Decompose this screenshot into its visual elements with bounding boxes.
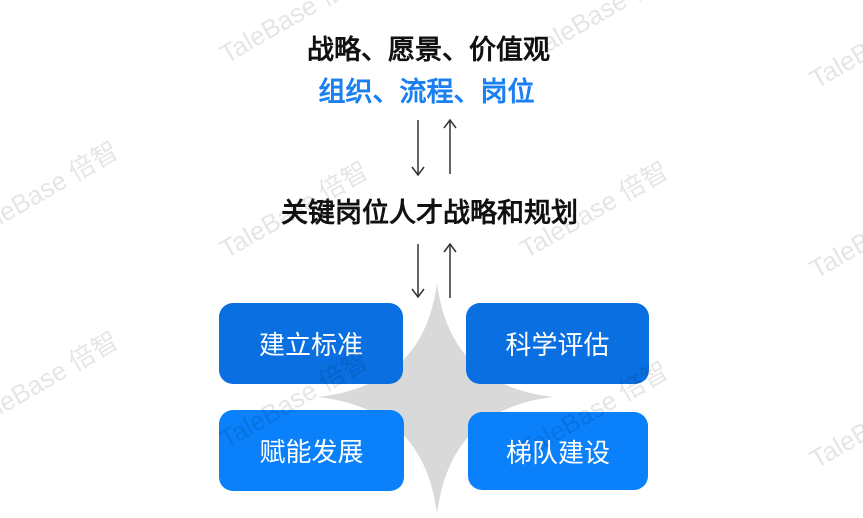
key-talent-strategy-title: 关键岗位人才战略和规划 bbox=[281, 198, 578, 229]
down-arrow-icon bbox=[411, 244, 425, 299]
up-arrow-icon bbox=[443, 118, 457, 174]
box-talent-pipeline: 梯队建设 bbox=[468, 412, 648, 490]
box-scientific-evaluation: 科学评估 bbox=[466, 303, 649, 384]
down-arrow-icon bbox=[411, 120, 425, 177]
up-arrow-icon bbox=[443, 242, 457, 298]
box-set-standards: 建立标准 bbox=[219, 303, 403, 384]
box-empowerment-development: 赋能发展 bbox=[219, 410, 404, 491]
org-process-position: 组织、流程、岗位 bbox=[318, 77, 535, 108]
strategy-vision-values: 战略、愿景、价值观 bbox=[307, 35, 550, 66]
